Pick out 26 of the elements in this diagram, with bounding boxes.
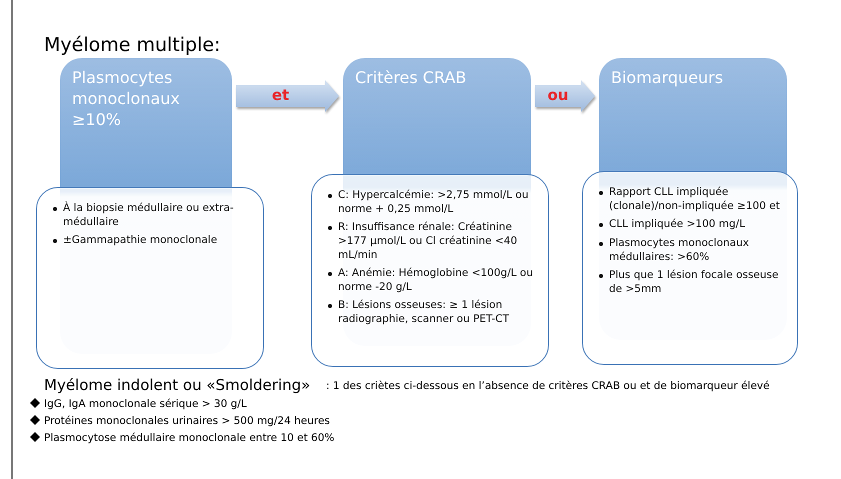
heading-text: Myélome indolent ou «Smoldering» xyxy=(44,376,310,394)
edge-label: ou xyxy=(546,86,570,104)
bullet-text: C: Hypercalcémie: >2,75 mmol/L ou norme + 0,25 mmol/L xyxy=(338,189,530,216)
header-text: Biomarqueurs xyxy=(611,68,724,89)
bullet-text: Rapport CLL impliquée (clonale)/non-impliquée ≥100 et xyxy=(609,186,781,214)
bullet-text: B: Lésions osseuses: ≥ 1 lésion radiographie, scanner ou PET-CT xyxy=(338,299,510,327)
criteria-box xyxy=(36,187,264,369)
header-text: Critères CRAB xyxy=(355,68,468,89)
note-text: : 1 des criètes ci-dessous en l’absence de critères CRAB ou et de biomarqueur élevé xyxy=(326,380,770,392)
bullet-text: R: Insuffisance rénale: Créatinine >177 µmol/L ou Cl créatinine <40 mL/min xyxy=(338,221,518,262)
bullet-text: Plasmocytose médullaire monoclonale entre 10 et 60% xyxy=(44,432,334,444)
bullet-text: Plus que 1 lésion focale osseuse de >5mm xyxy=(609,269,780,296)
bullet-text: À la biopsie médullaire ou extra-médullaire xyxy=(63,202,235,230)
bullet-text: A: Anémie: Hémoglobine <100g/L ou norme -20 g/L xyxy=(338,267,534,294)
criteria-box xyxy=(311,174,549,367)
diagram-title: Myélome multiple: xyxy=(44,34,220,56)
criteria-box xyxy=(582,171,798,365)
header-text: Plasmocytes monoclonaux ≥10% xyxy=(72,68,181,130)
bullet-text: CLL impliquée >100 mg/L xyxy=(609,218,746,232)
bullet-text: Plasmocytes monoclonaux médullaires: >60% xyxy=(609,236,750,264)
bullet-text: IgG, IgA monoclonale sérique > 30 g/L xyxy=(44,398,247,410)
block-arrow xyxy=(535,80,595,112)
edge-label: et xyxy=(270,86,290,104)
bullet-text: Protéines monoclonales urinaires > 500 mg/24 heures xyxy=(44,415,330,427)
block-arrow xyxy=(236,80,339,112)
bullet-text: ±Gammapathie monoclonale xyxy=(63,234,218,248)
